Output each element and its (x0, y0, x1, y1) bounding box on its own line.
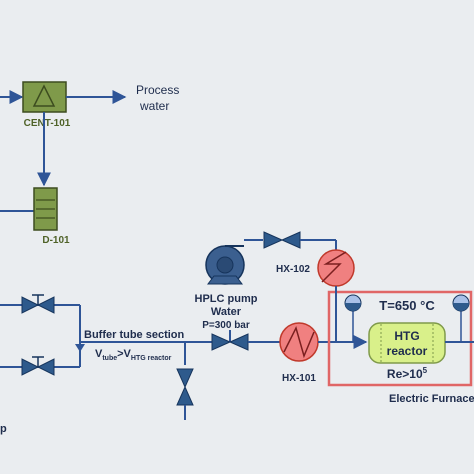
buffer-label-1: Buffer tube section (84, 329, 185, 341)
d-101-label: D-101 (42, 235, 70, 246)
cent-101-label: CENT-101 (24, 118, 71, 129)
drum-d-101 (33, 187, 58, 231)
buffer-label-2: Vtube>VHTG reactor (95, 348, 172, 362)
reynolds-label: Re>105 (387, 366, 428, 381)
valve-hx102-inlet (263, 231, 301, 249)
edge-label-p: p (0, 423, 7, 435)
heat-exchanger-hx-102 (317, 249, 355, 287)
hplc-pump (205, 245, 245, 285)
buffer-sub1: tube (102, 355, 117, 362)
temperature-indicator-left (344, 294, 362, 342)
hplc-label-2: Water (211, 306, 242, 318)
buffer-v1: V (95, 348, 103, 360)
valve-drain (176, 368, 194, 406)
heat-exchanger-hx-101 (279, 322, 319, 362)
centrifuge-cent-101 (22, 81, 67, 113)
buffer-arrow (75, 344, 85, 352)
process-water-label-2: water (139, 99, 169, 113)
hplc-label-3: P=300 bar (202, 320, 250, 331)
process-water-label-1: Process (136, 83, 179, 97)
hx-102-label: HX-102 (276, 264, 310, 275)
temperature-label: T=650 °C (379, 298, 435, 313)
hx-101-label: HX-101 (282, 373, 316, 384)
reynolds-exp: 5 (423, 366, 428, 375)
temperature-indicator-right (452, 294, 470, 342)
electric-furnace-box (327, 290, 473, 387)
reynolds-base: Re>10 (387, 367, 423, 381)
hplc-label-1: HPLC pump (195, 293, 258, 305)
buffer-gt: >V (117, 348, 131, 360)
valve-lower-left (21, 356, 55, 376)
buffer-sub2: HTG reactor (131, 355, 172, 362)
reactor-label-1: HTG (394, 329, 419, 343)
valve-upper-left (21, 294, 55, 314)
electric-furnace-label: Electric Furnace (389, 393, 474, 405)
reactor-label-2: reactor (387, 344, 428, 358)
